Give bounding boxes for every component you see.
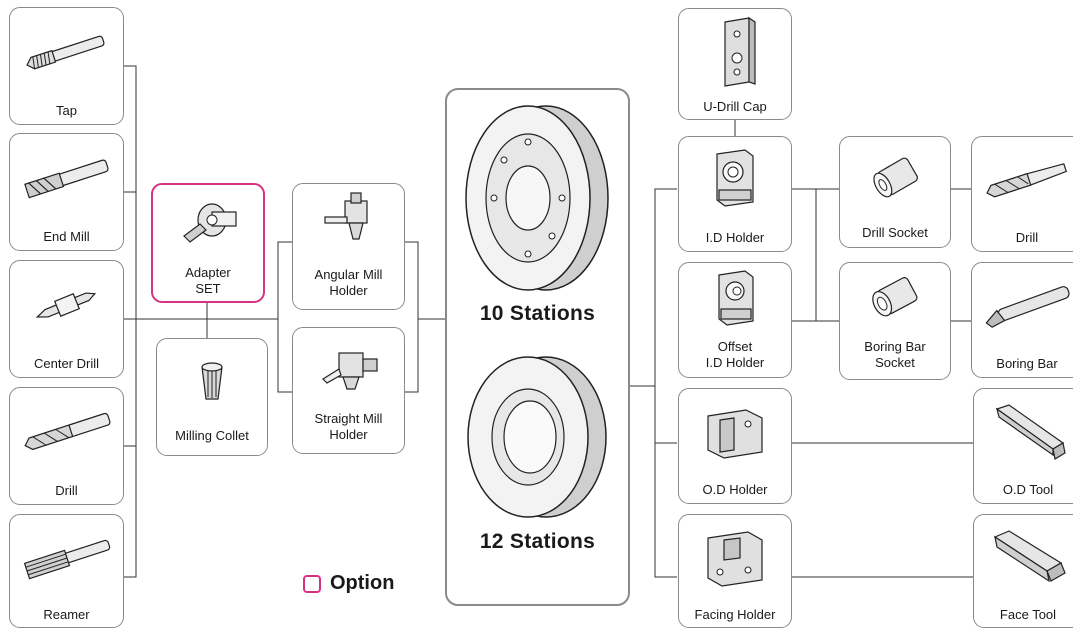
straight-mill-holder-label: Straight Mill Holder — [314, 411, 383, 442]
od-tool-label: O.D Tool — [1002, 482, 1054, 497]
tap-label: Tap — [56, 103, 77, 118]
milling-collet-icon — [157, 339, 267, 427]
od-holder-label: O.D Holder — [702, 482, 768, 497]
center-drill-label: Center Drill — [33, 356, 99, 371]
angular-mill-holder-icon — [293, 184, 404, 260]
id-holder-label: I.D Holder — [705, 230, 765, 245]
boring-bar-socket-label: Boring Bar Socket — [864, 339, 926, 370]
center-drill-icon — [10, 261, 123, 349]
reamer-icon — [10, 515, 123, 601]
straight-mill-holder-node: Straight Mill Holder — [292, 327, 405, 454]
adapter-set-node: Adapter SET — [151, 183, 265, 303]
turret-10-stations-label: 10 Stations — [479, 302, 596, 325]
tap-icon — [10, 8, 123, 96]
drill-right-node: Drill — [971, 136, 1073, 252]
drill-icon — [972, 137, 1073, 223]
boring-bar-node: Boring Bar — [971, 262, 1073, 378]
end-mill-node: End Mill — [9, 133, 124, 251]
turret-box: 10 Stations 12 Stations — [445, 88, 630, 606]
boring-bar-icon — [972, 263, 1073, 349]
u-drill-cap-node: U-Drill Cap — [678, 8, 792, 120]
drill-socket-node: Drill Socket — [839, 136, 951, 248]
center-drill-node: Center Drill — [9, 260, 124, 378]
option-legend-label: Option — [330, 572, 395, 594]
adapter-set-label: Adapter SET — [185, 265, 231, 296]
option-legend: Option — [303, 572, 394, 595]
facing-holder-icon — [679, 515, 791, 601]
face-tool-node: Face Tool — [973, 514, 1073, 628]
face-tool-label: Face Tool — [999, 607, 1057, 622]
od-tool-icon — [974, 389, 1073, 475]
offset-id-holder-label: Offset I.D Holder — [705, 339, 765, 370]
facing-holder-label: Facing Holder — [694, 607, 776, 622]
boring-bar-socket-icon — [840, 263, 950, 333]
angular-mill-holder-node: Angular Mill Holder — [292, 183, 405, 310]
option-swatch — [303, 574, 321, 593]
drill-left-label: Drill — [55, 483, 78, 498]
tap-node: Tap — [9, 7, 124, 125]
adapter-set-icon — [153, 185, 263, 261]
milling-collet-node: Milling Collet — [156, 338, 268, 456]
boring-bar-socket-node: Boring Bar Socket — [839, 262, 951, 380]
drill-right-label: Drill — [1015, 230, 1039, 245]
turret-10-stations-icon — [447, 98, 628, 298]
drill-icon — [10, 388, 123, 476]
turret-12-stations-label: 12 Stations — [479, 530, 596, 553]
id-holder-icon — [679, 137, 791, 223]
end-mill-icon — [10, 134, 123, 222]
drill-socket-label: Drill Socket — [862, 225, 928, 240]
offset-id-holder-icon — [679, 263, 791, 337]
facing-holder-node: Facing Holder — [678, 514, 792, 628]
id-holder-node: I.D Holder — [678, 136, 792, 252]
drill-left-node: Drill — [9, 387, 124, 505]
face-tool-icon — [974, 515, 1073, 601]
od-holder-icon — [679, 389, 791, 475]
od-holder-node: O.D Holder — [678, 388, 792, 504]
angular-mill-holder-label: Angular Mill Holder — [314, 267, 383, 298]
reamer-label: Reamer — [43, 607, 90, 622]
reamer-node: Reamer — [9, 514, 124, 628]
u-drill-cap-icon — [679, 9, 791, 95]
milling-collet-label: Milling Collet — [175, 428, 249, 443]
u-drill-cap-label: U-Drill Cap — [703, 99, 767, 114]
straight-mill-holder-icon — [293, 328, 404, 404]
offset-id-holder-node: Offset I.D Holder — [678, 262, 792, 378]
drill-socket-icon — [840, 137, 950, 219]
turret-12-stations-icon — [447, 352, 628, 522]
end-mill-label: End Mill — [43, 229, 90, 244]
od-tool-node: O.D Tool — [973, 388, 1073, 504]
boring-bar-label: Boring Bar — [996, 356, 1058, 371]
